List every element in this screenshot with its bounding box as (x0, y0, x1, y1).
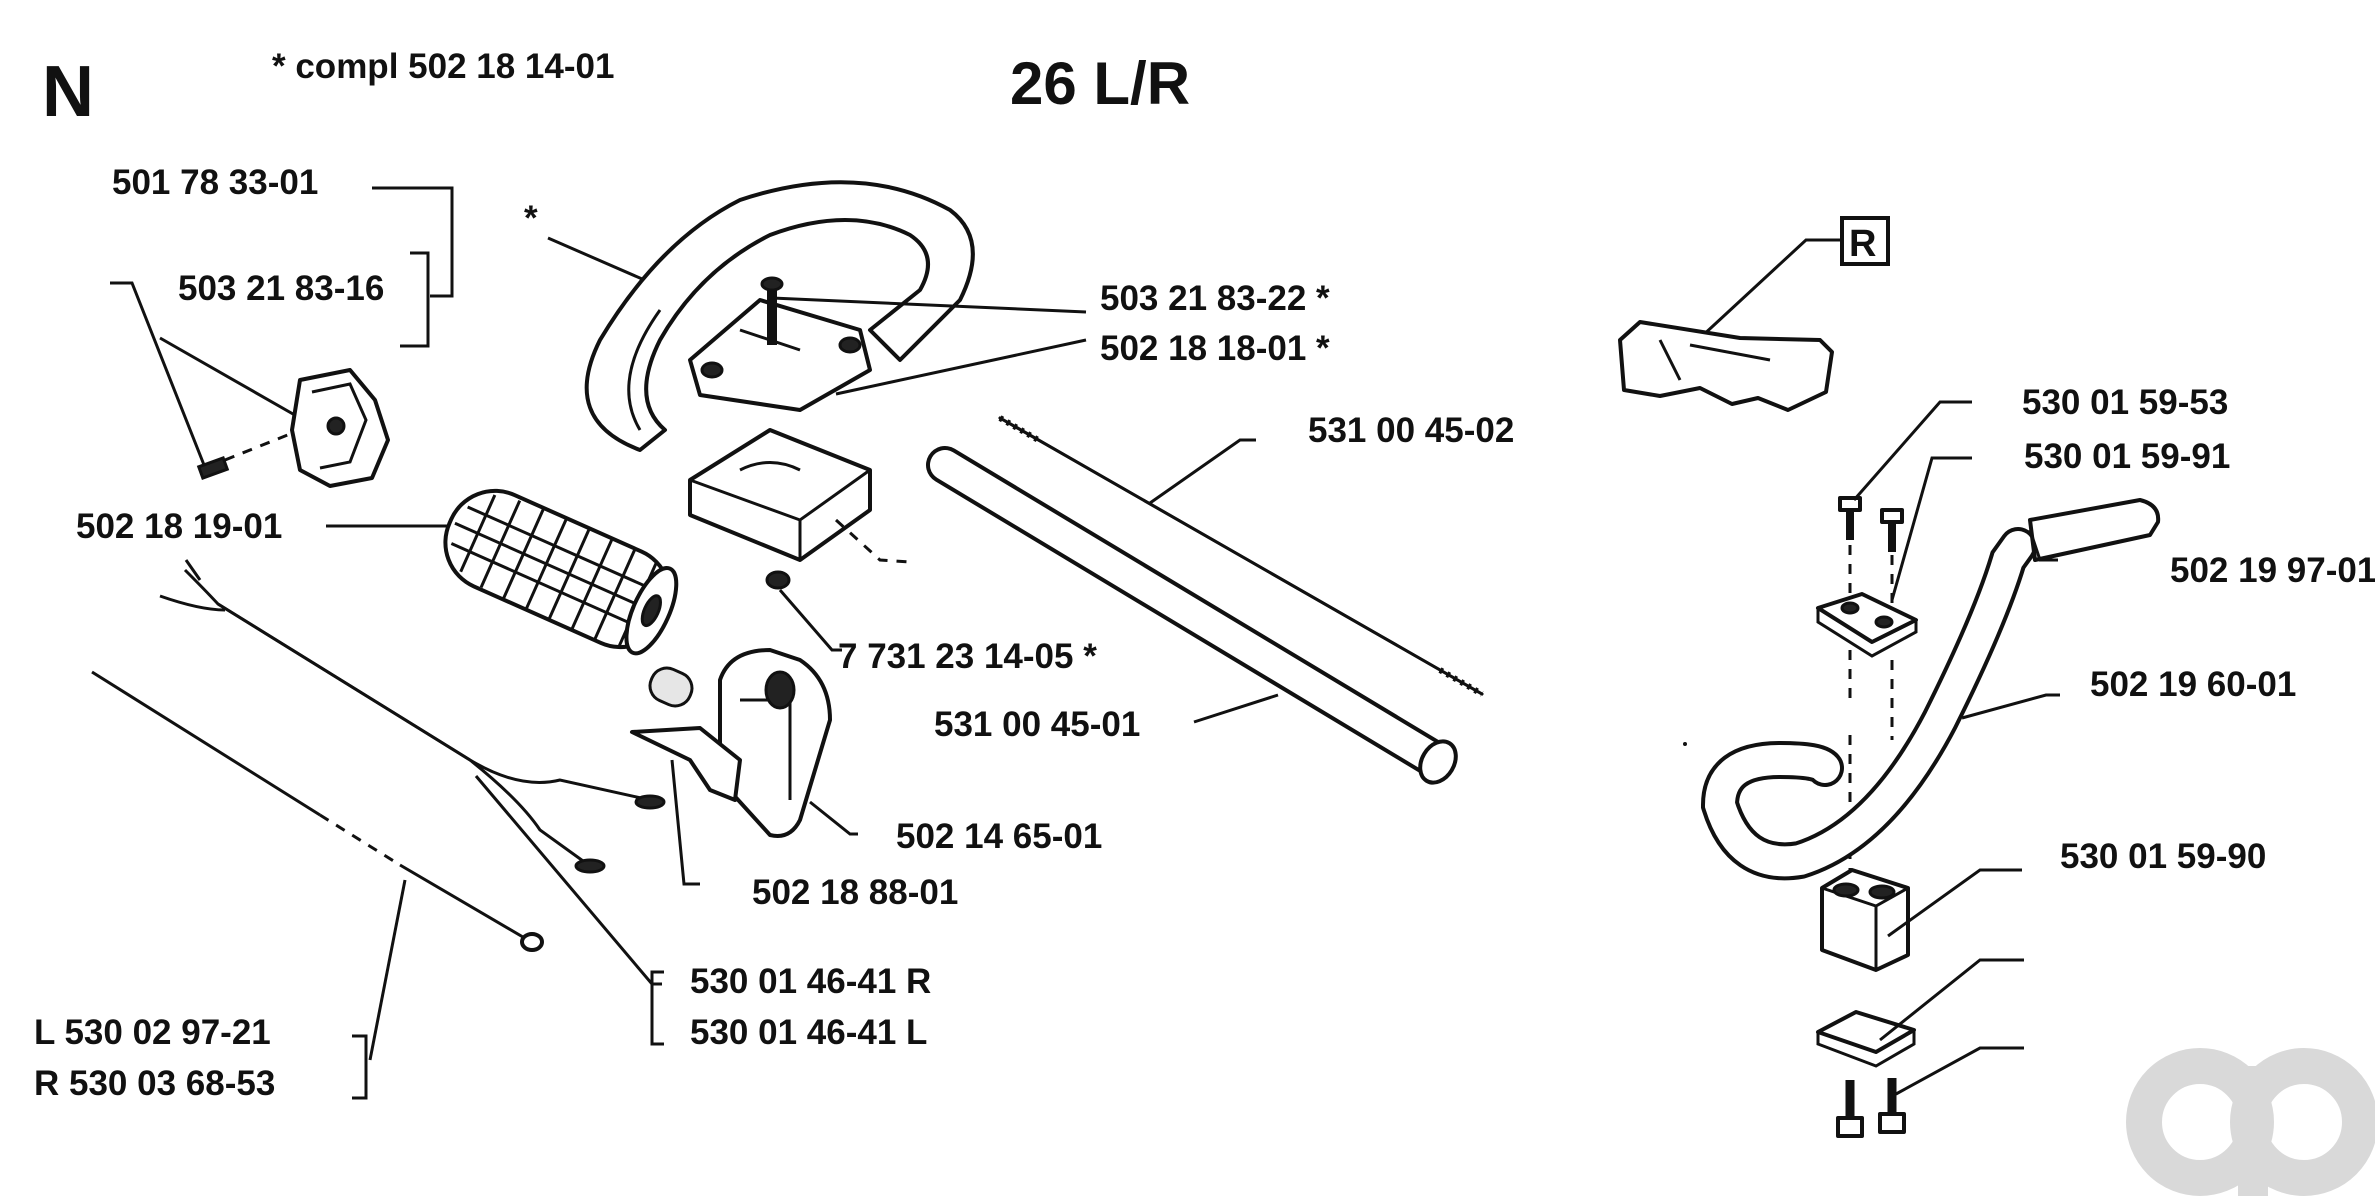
leader-bottom-screws (1895, 1046, 2024, 1096)
clamp-plate-bottom (1816, 1010, 1916, 1068)
throttle-cable (91, 670, 544, 952)
bracket-cable-left (352, 1034, 368, 1100)
handle-star: * (524, 199, 538, 238)
handlebar-part (1700, 498, 2161, 881)
clamp-clip-part (290, 368, 390, 488)
tube-531-00-45-02 (998, 415, 1484, 697)
screw-530-01-59-53 (1838, 496, 1904, 552)
bracket-cable-lr (650, 970, 664, 1046)
leader-530-01-59-53 (1852, 400, 1972, 501)
handle-bracket-bottom (688, 428, 872, 562)
handle-bracket-top (688, 298, 872, 412)
clamp-plate-top (1816, 592, 1918, 658)
throttle-cable-wires (159, 559, 666, 874)
leader-531-00-45-01 (1193, 693, 1279, 724)
label-503-21-83-22: 503 21 83-22 * (1100, 279, 1330, 318)
leader-503-21-83-22 (771, 296, 1087, 314)
label-530-01-46-41-r: 530 01 46-41 R (690, 962, 931, 1001)
r-box (1840, 216, 1890, 266)
leader-530-01-59-90 (1887, 868, 2022, 938)
label-530-01-59-53: 530 01 59-53 (2022, 383, 2228, 422)
label-530-01-59-91: 530 01 59-91 (2024, 437, 2230, 476)
label-502-18-88-01: 502 18 88-01 (752, 873, 958, 912)
leader-star-bracket (834, 518, 911, 564)
section-letter: N (42, 52, 94, 132)
r-handle-grip-part (1618, 320, 1834, 412)
label-r-530-03-68-53: R 530 03 68-53 (34, 1064, 275, 1103)
label-7-731-23-14-05: 7 731 23 14-05 * (838, 637, 1097, 676)
label-503-21-83-16: 503 21 83-16 (178, 269, 384, 308)
label-531-00-45-01: 531 00 45-01 (934, 705, 1140, 744)
dot-mark (1683, 742, 1687, 746)
tube-531-00-45-01 (926, 446, 1458, 785)
label-501-78-33-01: 501 78 33-01 (112, 163, 318, 202)
compl-note: * compl 502 18 14-01 (272, 47, 614, 86)
leader-530-01-59-91 (1890, 456, 1972, 601)
leader-wires (474, 775, 662, 986)
clamp-block-part (1820, 868, 1910, 972)
leader-lower-plate (1879, 958, 2024, 1042)
nut-part (765, 570, 791, 590)
label-l-530-02-97-21: L 530 02 97-21 (34, 1013, 271, 1052)
leader-531-00-45-02 (1149, 438, 1256, 505)
label-502-19-60-01: 502 19 60-01 (2090, 665, 2296, 704)
leader-lines-left-top (110, 186, 454, 471)
leader-502-19-60-01 (1961, 693, 2060, 720)
label-531-00-45-02: 531 00 45-02 (1308, 411, 1514, 450)
leader-502-18-18-01 (835, 338, 1087, 396)
leader-r (1698, 238, 1840, 340)
loop-handle-part (584, 180, 975, 452)
leader-cable (368, 879, 407, 1061)
throttle-housing-part (630, 648, 832, 838)
label-502-18-19-01: 502 18 19-01 (76, 507, 282, 546)
label-502-14-65-01: 502 14 65-01 (896, 817, 1102, 856)
leader-502-18-88-01 (670, 759, 700, 886)
label-502-18-18-01: 502 18 18-01 * (1100, 329, 1330, 368)
ao-logo-icon (2126, 1048, 2375, 1196)
label-530-01-46-41-l: 530 01 46-41 L (690, 1013, 927, 1052)
r-box-letter: R (1849, 223, 1876, 265)
assembly-dashes (1848, 545, 1894, 870)
label-530-01-59-90: 530 01 59-90 (2060, 837, 2266, 876)
model-title: 26 L/R (1010, 50, 1190, 117)
leader-502-14-65-01 (809, 800, 858, 836)
screw-503-21-83-22 (760, 276, 784, 345)
label-502-19-97-01: 502 19 97-01 (2170, 551, 2375, 590)
grip-part (443, 488, 679, 656)
screw-part (196, 455, 230, 481)
screws-bottom (1836, 1078, 1906, 1138)
leader-nut (778, 589, 842, 652)
